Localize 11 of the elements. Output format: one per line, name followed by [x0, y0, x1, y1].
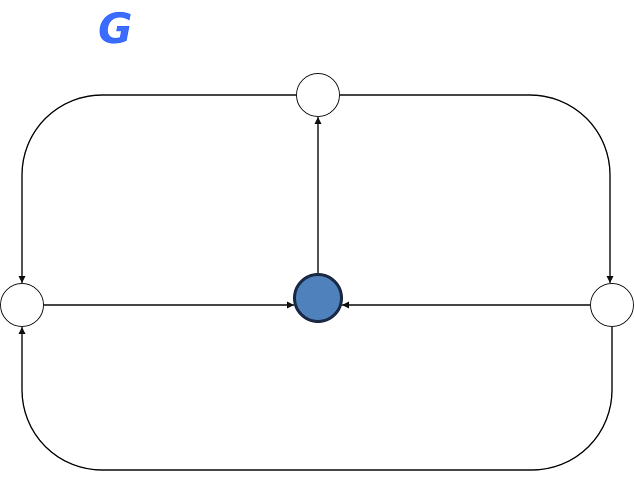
arrow — [342, 302, 590, 308]
filled-circle-node — [293, 273, 343, 323]
arrow — [340, 94, 614, 283]
arrow — [44, 302, 294, 308]
arrow — [314, 117, 322, 273]
circle-node — [0, 283, 44, 327]
arrow — [18, 327, 613, 471]
circle-node — [296, 73, 340, 117]
arrow — [18, 94, 296, 283]
circle-node — [590, 283, 634, 327]
diagram-title: G — [98, 8, 132, 50]
